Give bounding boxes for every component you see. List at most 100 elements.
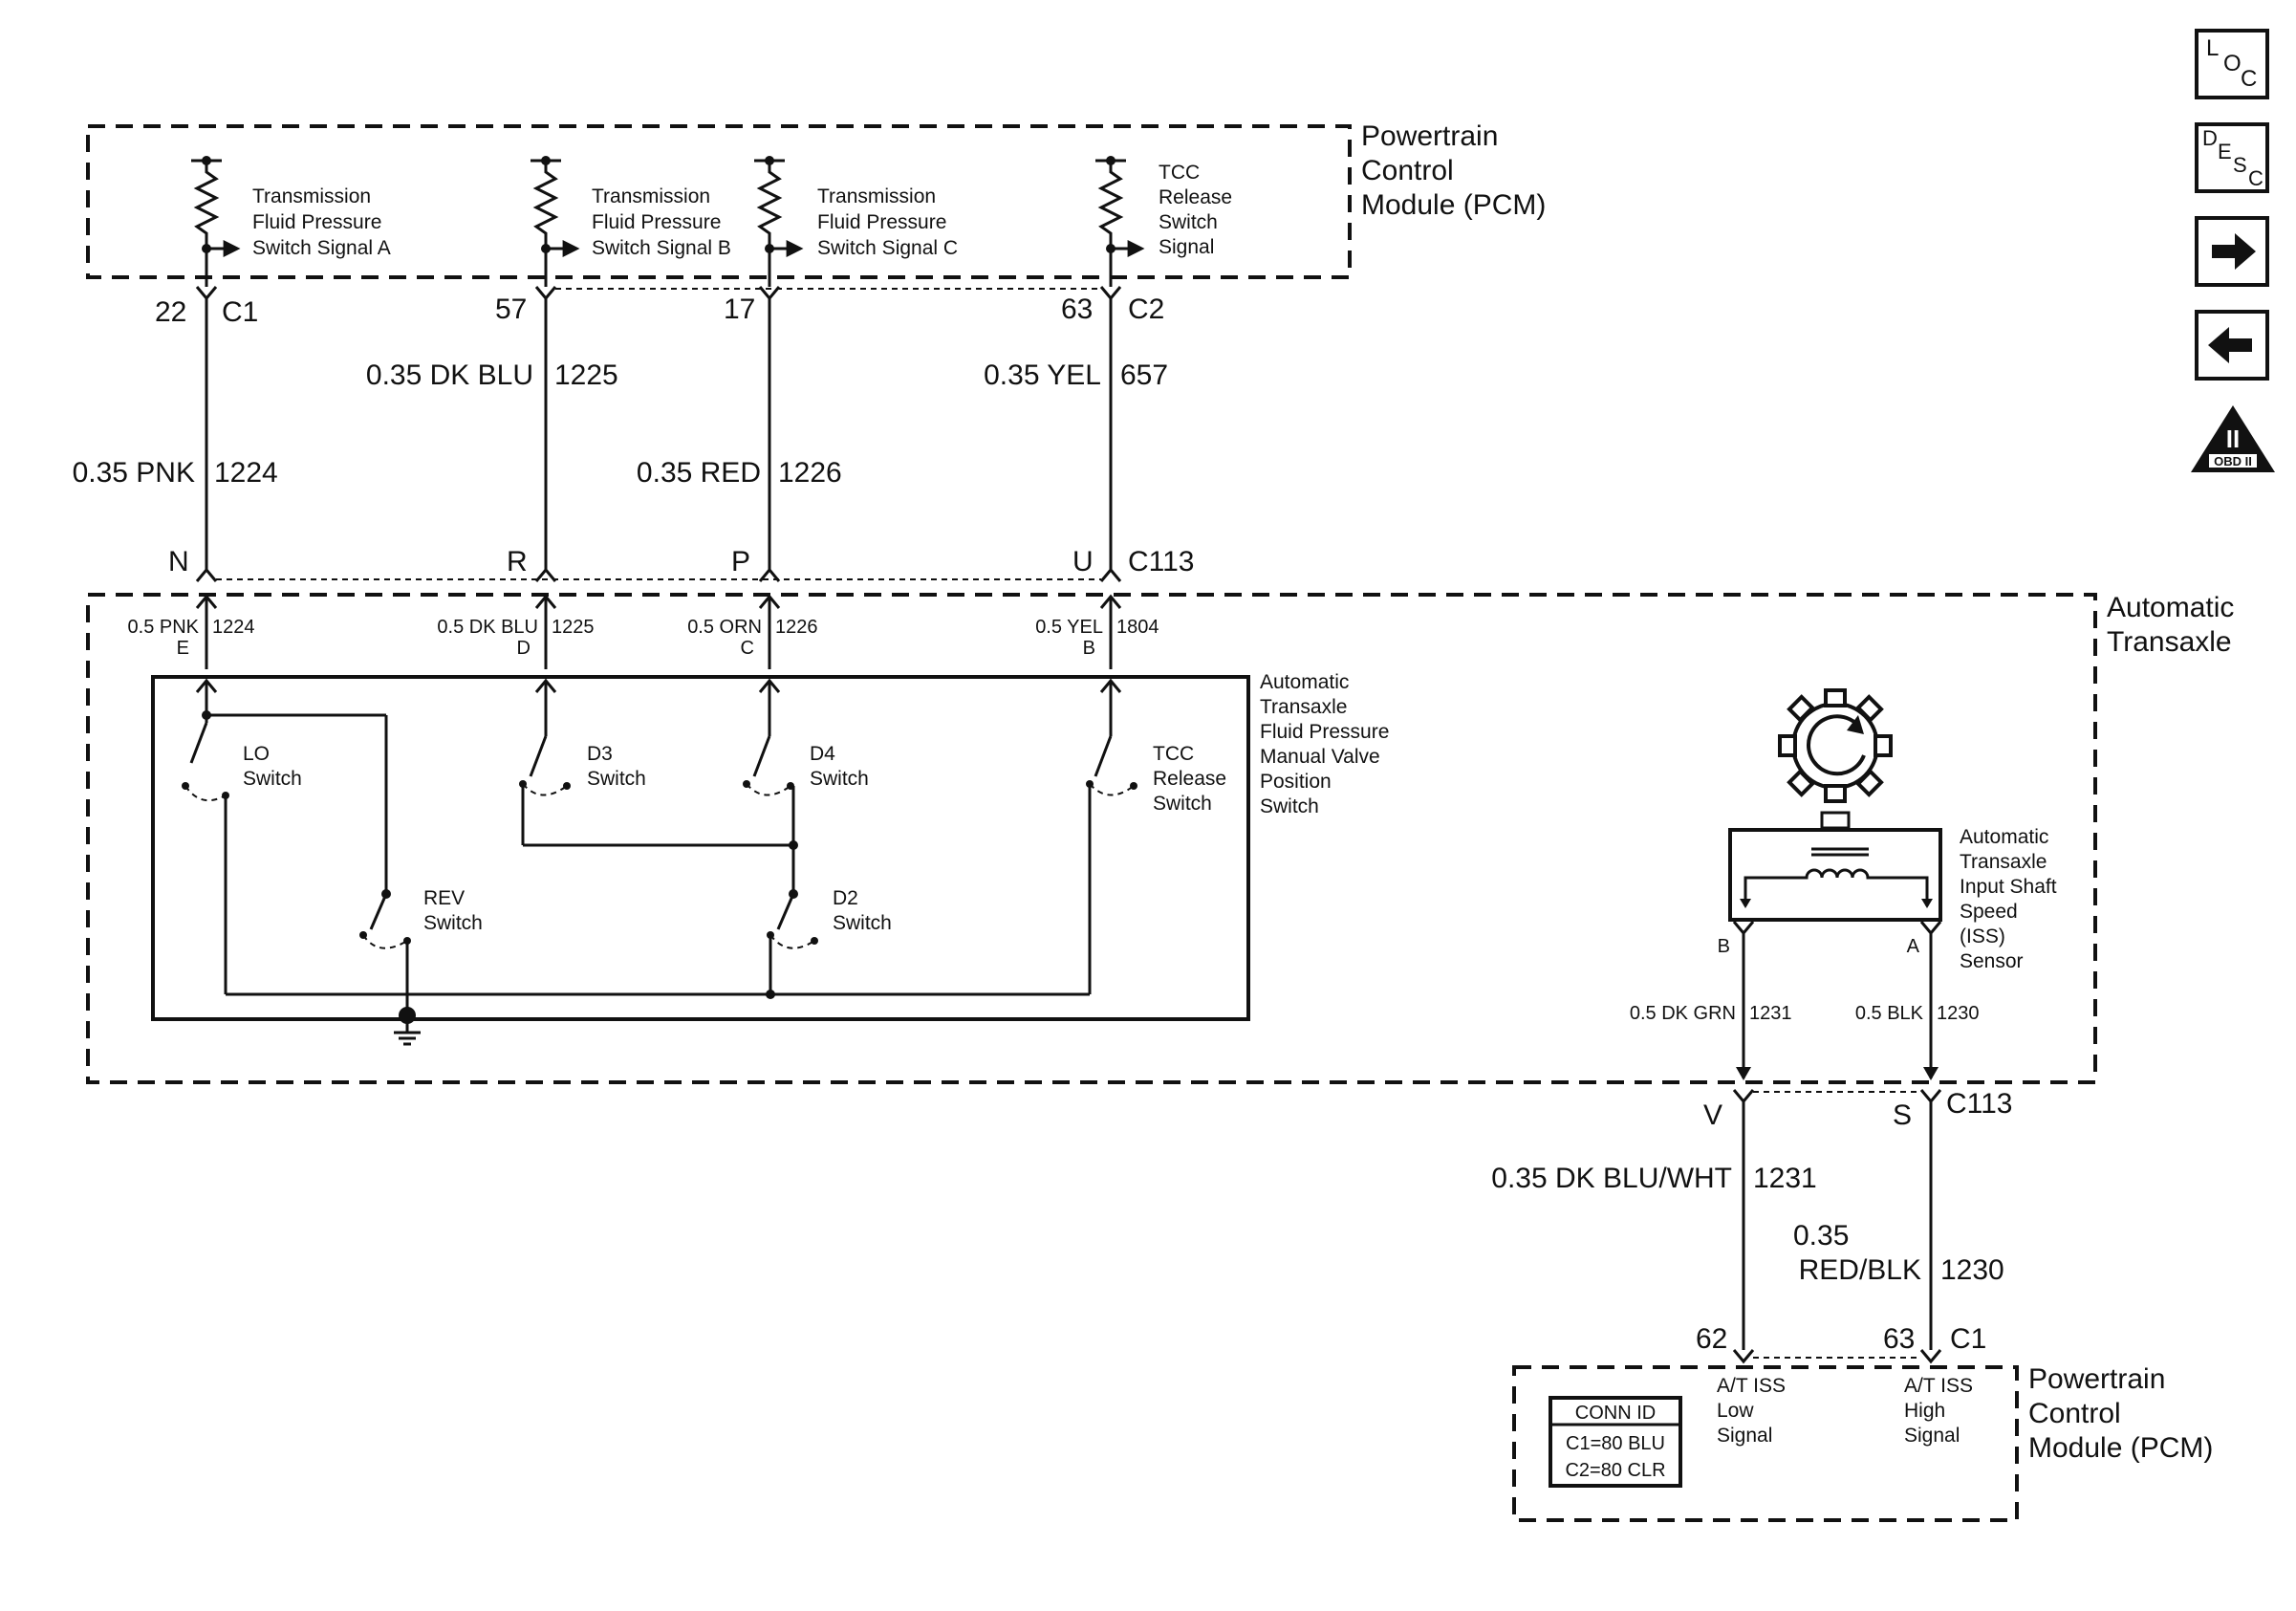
pcm-top-label: Powertrain Control Module (PCM) [1361, 120, 1546, 221]
svg-text:Switch: Switch [1153, 793, 1212, 815]
svg-text:Module (PCM): Module (PCM) [1361, 189, 1546, 221]
svg-text:Low: Low [1717, 1400, 1754, 1422]
svg-text:D3: D3 [587, 743, 613, 765]
switch-box-pins [195, 678, 1122, 693]
svg-text:V: V [1703, 1099, 1722, 1131]
switch-assembly-box [151, 675, 1250, 1021]
svg-text:LO: LO [243, 743, 270, 765]
svg-text:Module (PCM): Module (PCM) [2028, 1432, 2213, 1464]
svg-text:Switch: Switch [1260, 795, 1319, 817]
svg-text:C2: C2 [1128, 294, 1164, 325]
svg-text:Switch Signal C: Switch Signal C [817, 237, 958, 259]
iss-sensor-label: Automatic Transaxle Input Shaft Speed (I… [1960, 826, 2057, 972]
svg-text:P: P [731, 546, 750, 577]
switch-assembly-label: Automatic Transaxle Fluid Pressure Manua… [1260, 671, 1389, 817]
ground-icon [394, 1031, 421, 1046]
svg-text:Signal: Signal [1159, 236, 1214, 258]
svg-text:Switch: Switch [833, 912, 892, 934]
next-arrow-icon[interactable] [2195, 216, 2269, 287]
svg-text:Fluid Pressure: Fluid Pressure [592, 211, 721, 233]
svg-text:Transmission: Transmission [592, 185, 710, 207]
svg-text:C113: C113 [1128, 546, 1195, 577]
svg-text:0.35 PNK: 0.35 PNK [73, 457, 195, 489]
svg-text:Automatic: Automatic [1260, 671, 1349, 693]
svg-text:D: D [517, 638, 531, 659]
svg-text:22: 22 [155, 296, 186, 328]
svg-text:D2: D2 [833, 887, 858, 909]
svg-text:C1=80 BLU: C1=80 BLU [1566, 1433, 1665, 1454]
svg-text:17: 17 [724, 294, 755, 325]
iss-sensor-wiring: B A 0.5 DK GRN 1231 0.5 BLK 1230 [1630, 921, 1980, 1080]
svg-text:1224: 1224 [214, 457, 278, 489]
svg-text:Switch: Switch [810, 768, 869, 790]
svg-text:OBD II: OBD II [2214, 454, 2252, 468]
svg-text:Fluid Pressure: Fluid Pressure [817, 211, 946, 233]
svg-text:B: B [1083, 638, 1095, 659]
svg-text:Input Shaft: Input Shaft [1960, 876, 2057, 898]
svg-text:0.35 YEL: 0.35 YEL [984, 359, 1101, 391]
back-arrow-icon[interactable] [2195, 310, 2269, 381]
c113-connector-bottom: V S C113 0.35 DK BLU/WHT 1231 0.35 RED/B… [1491, 1088, 2013, 1350]
svg-text:S: S [2233, 153, 2247, 177]
svg-text:1225: 1225 [552, 617, 595, 638]
pcm-signal-a: Transmission Fluid Pressure Switch Signa… [191, 156, 391, 287]
svg-text:1226: 1226 [778, 457, 842, 489]
svg-text:Signal: Signal [1717, 1425, 1772, 1447]
switch-wiring [182, 681, 1137, 1033]
svg-text:1224: 1224 [212, 617, 255, 638]
svg-text:High: High [1904, 1400, 1945, 1422]
svg-text:Powertrain: Powertrain [2028, 1363, 2165, 1395]
svg-text:Control: Control [1361, 155, 1454, 186]
harness-wires-top [205, 298, 1113, 570]
svg-text:Automatic: Automatic [2107, 592, 2234, 623]
svg-text:Transmission: Transmission [252, 185, 371, 207]
svg-text:CONN ID: CONN ID [1575, 1403, 1656, 1424]
svg-text:1226: 1226 [775, 617, 818, 638]
svg-text:0.5 DK GRN: 0.5 DK GRN [1630, 1003, 1736, 1024]
svg-text:Transaxle: Transaxle [1260, 696, 1347, 718]
svg-text:0.35 RED: 0.35 RED [637, 457, 761, 489]
harness-wire-labels-top: 0.35 DK BLU 1225 0.35 YEL 657 0.35 PNK 1… [73, 359, 1168, 489]
svg-text:Switch Signal A: Switch Signal A [252, 237, 391, 259]
svg-text:Release: Release [1159, 186, 1232, 208]
svg-text:C: C [2248, 166, 2264, 190]
svg-text:57: 57 [495, 294, 527, 325]
svg-text:REV: REV [423, 887, 465, 909]
desc-icon[interactable]: D E S C [2195, 122, 2269, 193]
svg-text:0.35 DK BLU/WHT: 0.35 DK BLU/WHT [1491, 1163, 1732, 1194]
svg-text:1225: 1225 [554, 359, 618, 391]
svg-text:A/T ISS: A/T ISS [1717, 1375, 1786, 1397]
svg-text:N: N [168, 546, 189, 577]
svg-text:R: R [507, 546, 528, 577]
pcm-bottom-box [1512, 1365, 2019, 1522]
svg-text:A: A [1907, 936, 1920, 957]
svg-text:A/T ISS: A/T ISS [1904, 1375, 1973, 1397]
svg-text:E: E [2218, 140, 2232, 163]
iss-coil-icon [1740, 847, 1933, 908]
svg-text:62: 62 [1696, 1323, 1727, 1355]
svg-text:Switch Signal B: Switch Signal B [592, 237, 731, 259]
svg-text:C: C [2241, 66, 2257, 92]
svg-text:Manual Valve: Manual Valve [1260, 746, 1380, 768]
svg-text:Position: Position [1260, 771, 1332, 793]
svg-text:0.5 YEL: 0.5 YEL [1035, 617, 1103, 638]
transaxle-box [86, 593, 2097, 1084]
svg-text:Fluid Pressure: Fluid Pressure [252, 211, 381, 233]
pcm-bottom-connector: 62 63 C1 [1696, 1323, 1986, 1364]
svg-text:Transaxle: Transaxle [1960, 851, 2047, 873]
pcm-top-connectors: 22 C1 57 17 63 C2 [155, 286, 1164, 328]
svg-text:B: B [1718, 936, 1730, 957]
pcm-bottom-signals: A/T ISS Low Signal A/T ISS High Signal [1717, 1375, 1973, 1447]
loc-icon[interactable]: L O C [2195, 29, 2269, 99]
obd2-icon[interactable]: II OBD II [2191, 405, 2275, 472]
svg-text:D4: D4 [810, 743, 835, 765]
svg-text:TCC: TCC [1153, 743, 1194, 765]
svg-text:Speed: Speed [1960, 901, 2018, 923]
pcm-signal-b: Transmission Fluid Pressure Switch Signa… [531, 156, 731, 287]
svg-text:C1: C1 [222, 296, 258, 328]
svg-text:C113: C113 [1946, 1088, 2013, 1120]
switch-labels: LO Switch D3 Switch D4 Switch TCC Releas… [243, 743, 1226, 934]
svg-text:Switch: Switch [1159, 211, 1218, 233]
svg-text:O: O [2223, 51, 2242, 76]
svg-text:Signal: Signal [1904, 1425, 1960, 1447]
